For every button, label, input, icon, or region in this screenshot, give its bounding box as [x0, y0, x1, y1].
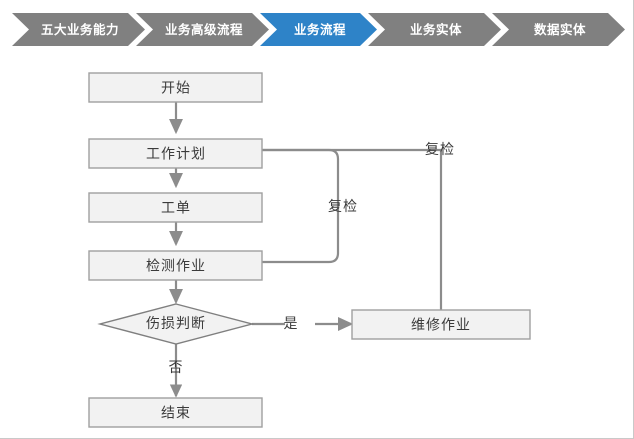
node-work-order[interactable]: 工单	[88, 192, 263, 223]
edge-label-no: 否	[169, 360, 184, 376]
flowchart: 开始 工作计划 工单 检测作业 伤损判断	[0, 46, 633, 438]
node-decision[interactable]: 伤损判断	[97, 303, 255, 345]
edge-label-recheck-inner: 复检	[328, 198, 358, 215]
node-work-plan[interactable]: 工作计划	[88, 138, 263, 169]
breadcrumb-item-3[interactable]: 业务流程	[260, 13, 377, 46]
node-end-label: 结束	[161, 406, 191, 422]
node-work-plan-label: 工作计划	[146, 147, 206, 163]
node-end[interactable]: 结束	[88, 397, 263, 428]
node-inspection-label: 检测作业	[146, 259, 206, 275]
chevron-shape	[492, 13, 625, 46]
node-start[interactable]: 开始	[88, 72, 263, 103]
node-decision-label: 伤损判断	[146, 316, 206, 332]
edge-label-yes: 是	[284, 316, 299, 332]
node-repair-label: 维修作业	[411, 318, 471, 334]
node-repair[interactable]: 维修作业	[351, 309, 531, 340]
chevron-shape	[136, 13, 269, 46]
breadcrumb-item-4[interactable]: 业务实体	[368, 13, 501, 46]
node-work-order-label: 工单	[161, 201, 191, 217]
edge-label-recheck-outer: 复检	[425, 141, 455, 158]
breadcrumb-item-2[interactable]: 业务高级流程	[136, 13, 269, 46]
breadcrumb-item-1[interactable]: 五大业务能力	[12, 13, 145, 46]
breadcrumb-item-5[interactable]: 数据实体	[492, 13, 625, 46]
breadcrumb-item-4-label: 业务实体	[410, 22, 462, 37]
node-inspection[interactable]: 检测作业	[88, 250, 263, 281]
chevron-shape-active	[260, 13, 377, 46]
chevron-shape	[12, 13, 145, 46]
node-start-label: 开始	[161, 81, 191, 97]
breadcrumb-item-3-label: 业务流程	[294, 22, 346, 37]
edge-recheck-outer	[186, 148, 443, 311]
breadcrumb: 五大业务能力 业务高级流程 业务流程 业务实体 数据实体	[0, 13, 633, 46]
chevron-shape	[368, 13, 501, 46]
breadcrumb-item-5-label: 数据实体	[533, 22, 586, 37]
breadcrumb-item-1-label: 五大业务能力	[41, 22, 119, 37]
breadcrumb-item-2-label: 业务高级流程	[165, 22, 243, 37]
